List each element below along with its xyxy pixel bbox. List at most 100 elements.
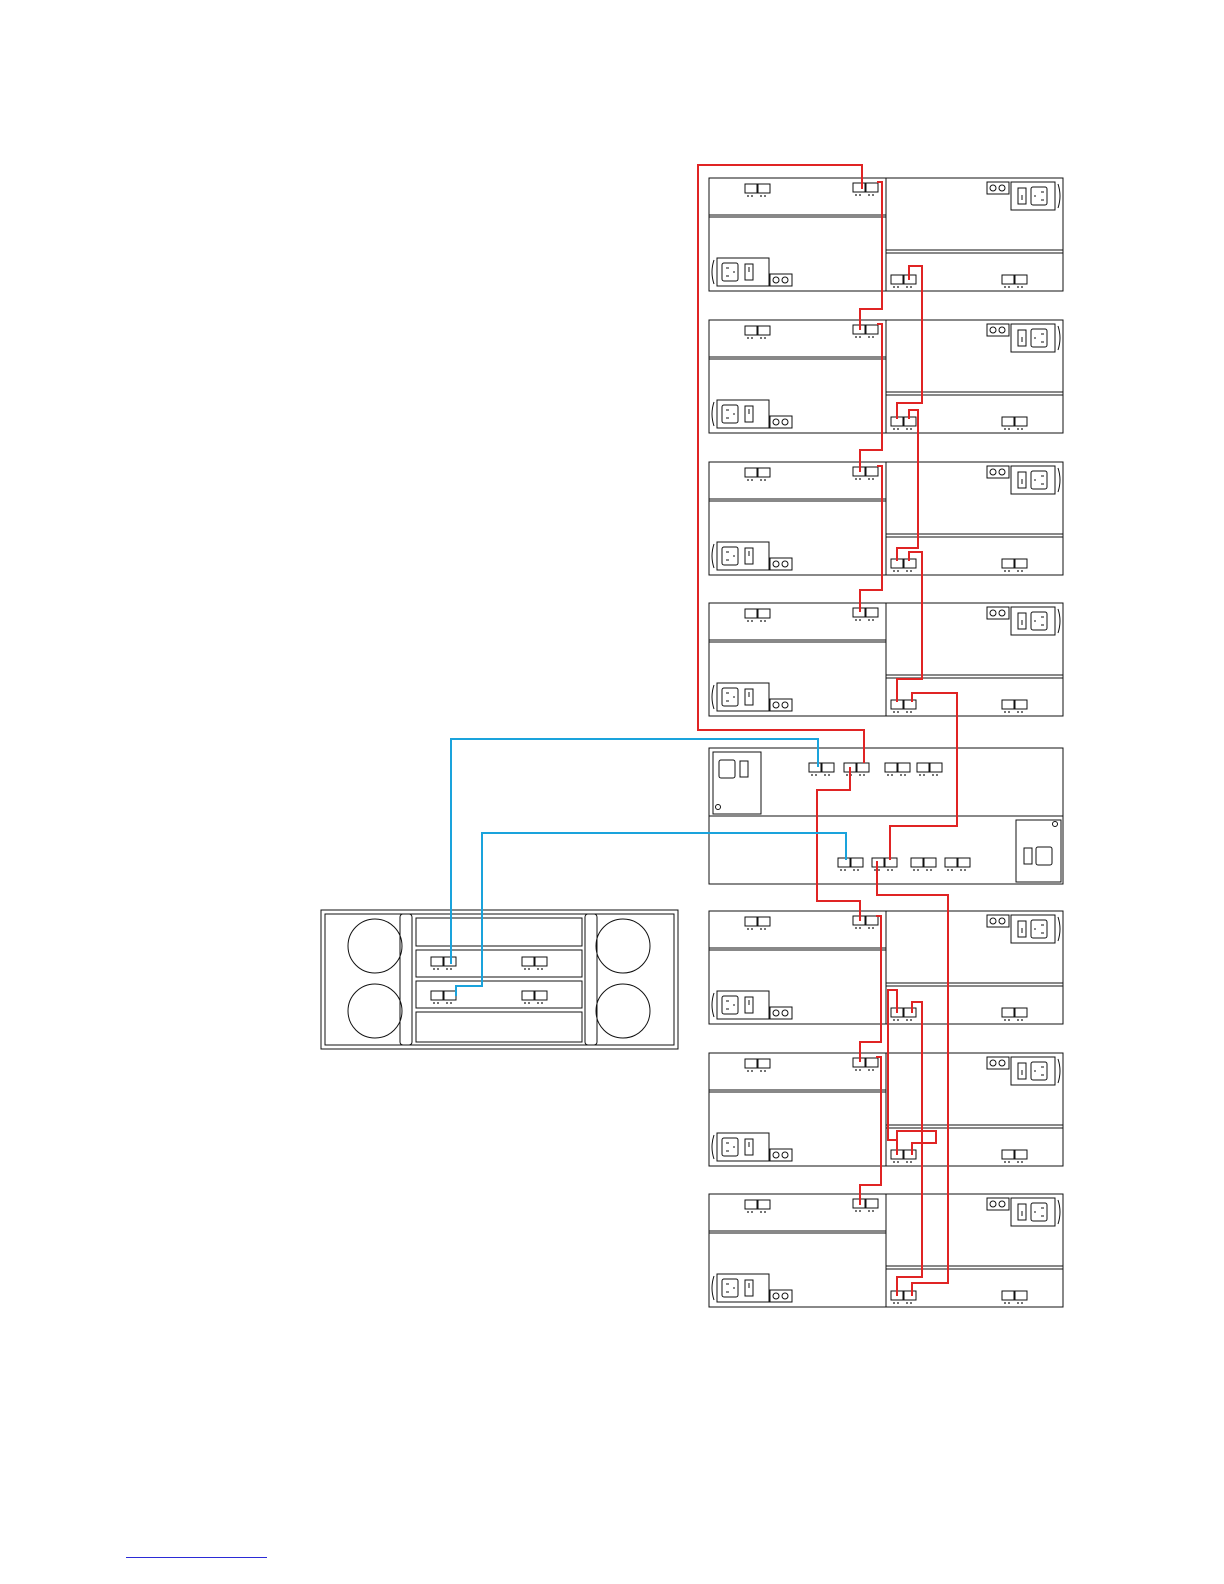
led-icon bbox=[947, 869, 949, 871]
inlet-body bbox=[1031, 1062, 1047, 1080]
host-server bbox=[321, 910, 678, 1049]
power-inlet-icon bbox=[1031, 1062, 1047, 1080]
sas-port-icon bbox=[1002, 1150, 1027, 1163]
port-left bbox=[745, 1059, 757, 1068]
power-inlet-icon bbox=[722, 996, 738, 1014]
sas-port-icon bbox=[1002, 700, 1027, 713]
inlet-body bbox=[722, 547, 738, 565]
screw-icon bbox=[999, 185, 1005, 191]
expansion-cable bbox=[860, 182, 882, 330]
handle bbox=[712, 260, 714, 284]
led-icon bbox=[760, 928, 762, 930]
port-left bbox=[885, 763, 897, 772]
led-icon bbox=[1004, 1161, 1006, 1163]
inlet-body bbox=[722, 263, 738, 281]
led-icon bbox=[910, 1302, 912, 1304]
led-icon bbox=[747, 195, 749, 197]
led-icon bbox=[897, 711, 899, 713]
power-inlet-icon bbox=[722, 1138, 738, 1156]
port-left bbox=[431, 991, 443, 1000]
led-icon bbox=[1004, 711, 1006, 713]
led-icon bbox=[446, 1002, 448, 1004]
port-right bbox=[822, 763, 834, 772]
led-icon bbox=[1017, 711, 1019, 713]
led-icon bbox=[853, 869, 855, 871]
fan-icon bbox=[596, 984, 650, 1038]
led-icon bbox=[863, 774, 865, 776]
screw-icon bbox=[990, 1201, 996, 1207]
power-supply-unit bbox=[987, 1057, 1060, 1085]
port-left bbox=[911, 858, 923, 867]
led-icon bbox=[1017, 286, 1019, 288]
led-icon bbox=[811, 774, 813, 776]
port-right bbox=[866, 325, 878, 334]
power-supply-unit bbox=[712, 991, 792, 1019]
led-icon bbox=[751, 337, 753, 339]
led-icon bbox=[1008, 570, 1010, 572]
power-inlet-icon bbox=[1036, 847, 1052, 865]
power-switch-icon bbox=[1018, 1063, 1026, 1079]
led-icon bbox=[891, 869, 893, 871]
screw-icon bbox=[773, 1152, 779, 1158]
power-switch-icon bbox=[745, 548, 753, 564]
led-icon bbox=[859, 1210, 861, 1212]
expansion-enclosure-6 bbox=[709, 1053, 1063, 1166]
screw-icon bbox=[716, 805, 721, 810]
power-inlet-frame bbox=[717, 542, 769, 570]
port-right bbox=[904, 700, 916, 709]
led-icon bbox=[1017, 1161, 1019, 1163]
sas-port-icon bbox=[853, 325, 878, 338]
led-icon bbox=[450, 1002, 452, 1004]
port-left bbox=[809, 763, 821, 772]
led-icon bbox=[764, 620, 766, 622]
led-icon bbox=[964, 869, 966, 871]
led-icon bbox=[433, 1002, 435, 1004]
led-icon bbox=[868, 1069, 870, 1071]
led-icon bbox=[537, 1002, 539, 1004]
led-icon bbox=[1021, 1161, 1023, 1163]
port-left bbox=[917, 763, 929, 772]
led-icon bbox=[893, 1302, 895, 1304]
power-switch-icon bbox=[745, 264, 753, 280]
controller-b bbox=[838, 820, 1061, 882]
inlet-body bbox=[1031, 1203, 1047, 1221]
led-icon bbox=[855, 478, 857, 480]
screw-icon bbox=[773, 1010, 779, 1016]
port-right bbox=[851, 858, 863, 867]
led-icon bbox=[859, 336, 861, 338]
port-right bbox=[535, 991, 547, 1000]
port-right bbox=[758, 609, 770, 618]
sas-port-icon bbox=[891, 559, 916, 572]
controller-a bbox=[713, 752, 942, 814]
screw-icon bbox=[773, 561, 779, 567]
led-icon bbox=[872, 478, 874, 480]
led-icon bbox=[859, 1069, 861, 1071]
slot-blank bbox=[416, 1012, 582, 1042]
led-icon bbox=[764, 928, 766, 930]
host-port-icon bbox=[838, 858, 863, 871]
port-right bbox=[1015, 1150, 1027, 1159]
sas-port-icon bbox=[745, 609, 770, 622]
port-left bbox=[1002, 275, 1014, 284]
screw-icon bbox=[999, 918, 1005, 924]
port-right bbox=[857, 763, 869, 772]
led-icon bbox=[932, 774, 934, 776]
power-switch-icon bbox=[1018, 613, 1026, 629]
port-right bbox=[1015, 1291, 1027, 1300]
led-icon bbox=[1017, 570, 1019, 572]
expansion-cable bbox=[698, 165, 864, 763]
port-left bbox=[745, 184, 757, 193]
expansion-cable bbox=[860, 466, 882, 612]
led-icon bbox=[1017, 428, 1019, 430]
sas-port-icon bbox=[1002, 275, 1027, 288]
host-inner-frame bbox=[325, 914, 674, 1045]
led-icon bbox=[910, 1161, 912, 1163]
port-left bbox=[745, 609, 757, 618]
sas-port-icon bbox=[1002, 1291, 1027, 1304]
led-icon bbox=[760, 479, 762, 481]
port-left bbox=[1002, 700, 1014, 709]
screw-icon bbox=[782, 419, 788, 425]
sas-port-icon bbox=[853, 1058, 878, 1071]
inlet-body bbox=[1031, 920, 1047, 938]
